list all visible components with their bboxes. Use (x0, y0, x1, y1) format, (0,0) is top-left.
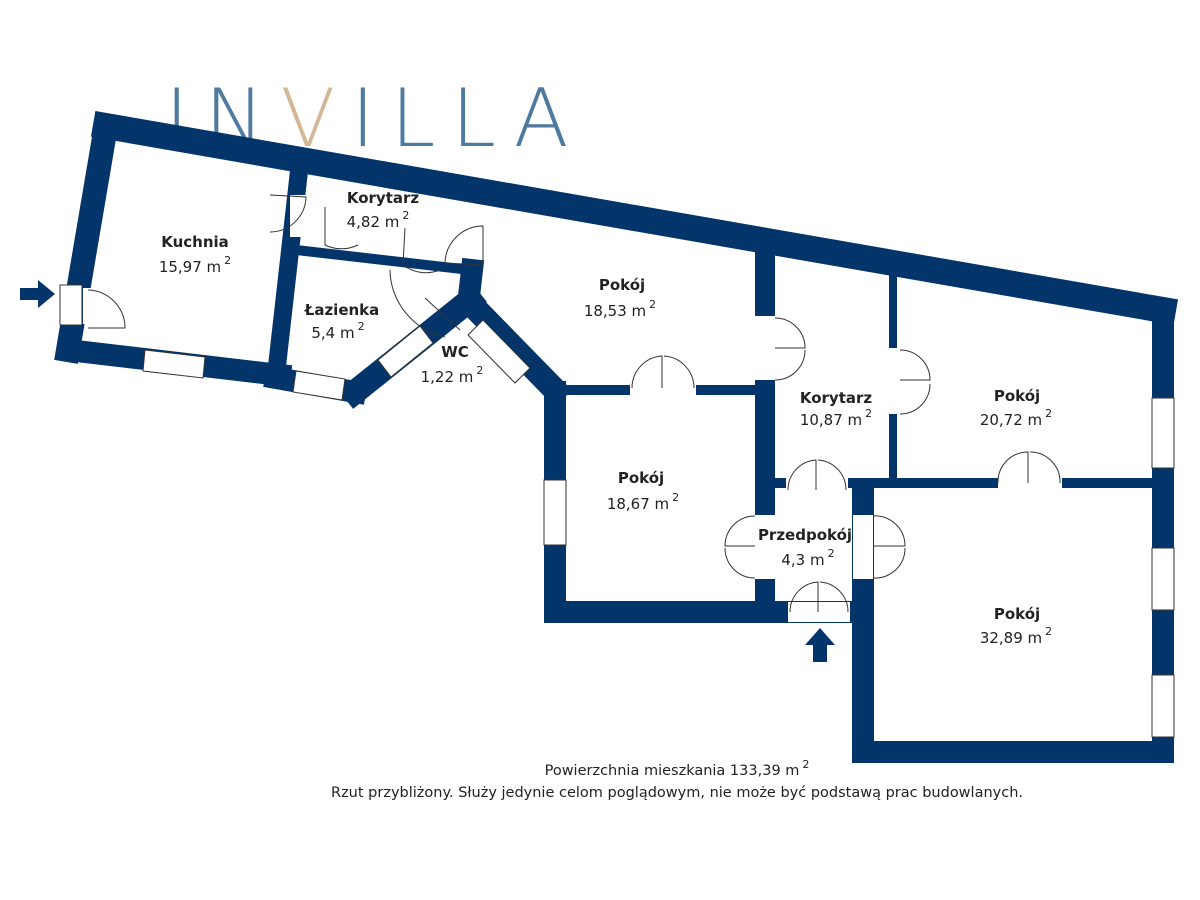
room-name: Kuchnia (161, 233, 229, 251)
wc-right-wall (455, 288, 572, 407)
entry-door-opening (59, 284, 83, 326)
room-name: Pokój (994, 605, 1040, 623)
corridor-bottom-wall (290, 244, 476, 276)
door (324, 207, 359, 250)
window (292, 370, 346, 401)
double-door (997, 451, 1061, 484)
double-door (789, 581, 849, 613)
room-name: Przedpokój (758, 526, 852, 544)
room-name: Pokój (599, 276, 645, 294)
room-name: Pokój (994, 387, 1040, 405)
double-door (631, 355, 695, 389)
double-door (774, 317, 806, 381)
double-door (787, 459, 847, 491)
room-name: Pokój (618, 469, 664, 487)
window (543, 479, 567, 546)
room-name: WC (441, 343, 469, 361)
windows (59, 284, 1175, 738)
door (389, 269, 446, 338)
room-name: Korytarz (347, 189, 420, 207)
room-name: Łazienka (304, 301, 380, 319)
door (87, 289, 126, 329)
double-door (899, 349, 931, 415)
entry-arrow-left-icon (20, 280, 55, 308)
walls (54, 110, 1179, 763)
entry-arrow-up-icon (805, 628, 835, 662)
door (269, 194, 307, 233)
window (467, 319, 531, 384)
disclaimer: Rzut przybliżony. Służy jedynie celom po… (331, 785, 1023, 801)
double-door (872, 515, 906, 579)
double-door (724, 515, 756, 579)
window (1151, 397, 1175, 469)
room-name: Korytarz (800, 389, 873, 407)
window (1151, 547, 1175, 611)
window (1151, 674, 1175, 738)
window (142, 349, 206, 379)
outer-wall-top (90, 110, 1179, 326)
logo: INVILLA (165, 72, 584, 165)
door (402, 227, 441, 274)
window (377, 325, 434, 378)
door (444, 225, 484, 266)
doors (83, 194, 1062, 622)
